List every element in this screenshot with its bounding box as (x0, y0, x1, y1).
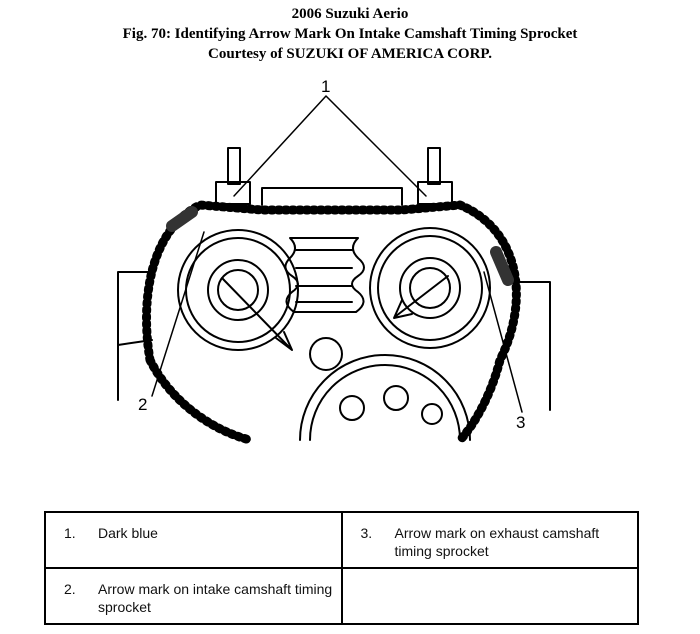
timing-chain-diagram: 1 2 3 (117, 77, 551, 445)
exhaust-arrow-mark (393, 275, 449, 319)
callout-3-leader (483, 271, 523, 413)
legend-description: Arrow mark on intake camshaft timing spr… (98, 581, 333, 615)
callout-3: 3 (516, 413, 525, 432)
legend-number: 2. (64, 581, 76, 597)
legend-number: 1. (64, 525, 76, 541)
legend-cell: 3. Arrow mark on exhaust camshaft timing… (340, 511, 639, 569)
legend-description: Arrow mark on exhaust camshaft timing sp… (394, 525, 600, 559)
callout-1: 1 (321, 77, 330, 96)
figure-header: 2006 Suzuki Aerio Fig. 70: Identifying A… (0, 4, 700, 64)
crankshaft-sprocket (299, 337, 471, 441)
intake-camshaft-sprocket (177, 229, 299, 351)
dark-blue-link-right (490, 246, 514, 286)
left-stud (215, 147, 251, 205)
exhaust-camshaft-sprocket (369, 227, 491, 349)
callout-2-leader (151, 231, 205, 397)
dark-blue-link-left (166, 206, 198, 232)
legend-description: Dark blue (98, 525, 158, 541)
legend-cell: 1. Dark blue (44, 511, 343, 569)
cylinder-head-outline (117, 271, 551, 411)
figure-caption: Fig. 70: Identifying Arrow Mark On Intak… (122, 26, 578, 42)
figure-credit: Courtesy of SUZUKI OF AMERICA CORP. (208, 46, 492, 62)
document-title: 2006 Suzuki Aerio (291, 6, 409, 22)
legend-cell-empty (340, 567, 639, 625)
legend-cell: 2. Arrow mark on intake camshaft timing … (44, 567, 343, 625)
right-stud (417, 147, 453, 205)
legend-number: 3. (360, 525, 373, 541)
intake-arrow-mark (221, 277, 293, 351)
callout-1-leader (233, 95, 427, 197)
legend-row: 1. Dark blue 3. Arrow mark on exhaust ca… (44, 511, 639, 569)
upper-chain-guide (261, 187, 403, 206)
callout-2: 2 (138, 395, 147, 414)
chain-tensioner-body (284, 237, 365, 313)
legend-row: 2. Arrow mark on intake camshaft timing … (44, 567, 639, 625)
legend-table: 1. Dark blue 3. Arrow mark on exhaust ca… (44, 511, 639, 625)
